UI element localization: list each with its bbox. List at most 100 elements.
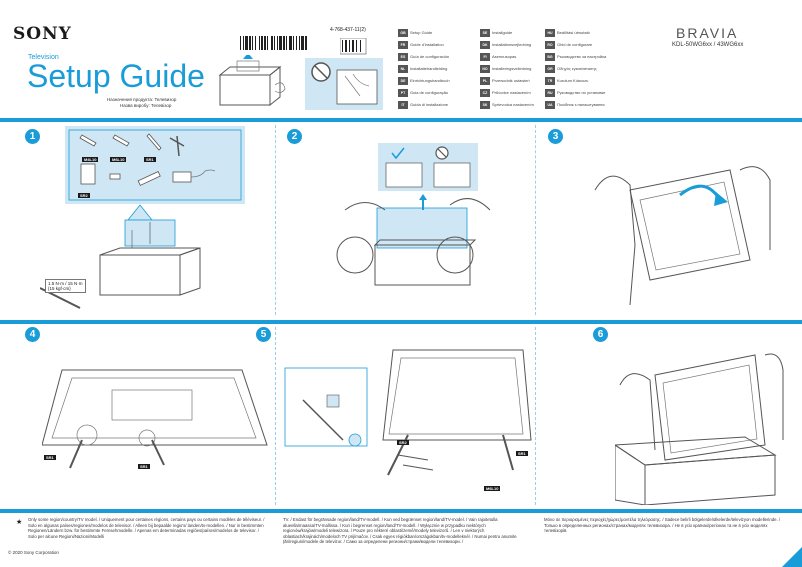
step-2-number: 2 [287,129,302,144]
language-label: Guida di installazione [410,102,449,107]
section-divider-middle [0,320,802,324]
language-code: NO [480,65,490,73]
sony-logo: SONY [13,24,72,44]
language-label: Installeringsveiledning [492,66,532,71]
column-separator [535,125,536,315]
step-5-number: 5 [256,327,271,342]
step-6-number: 6 [593,327,608,342]
language-code: ES [398,53,408,61]
asterisk-icon: ★ [16,519,23,526]
language-label: Посібник з налаштування [557,102,605,107]
language-label: Guia de configuração [410,90,449,95]
people-lifting-tv-illustration [336,194,491,286]
section-divider-top [0,118,802,122]
accessories-panel [65,126,245,204]
language-label: Installationsvejledning [492,42,532,47]
part-label: SR1 [44,455,56,460]
part-label: M6L10 [110,157,127,162]
stand-attach-illustration-a [42,369,268,469]
language-code: UA [545,101,555,109]
note-right: Μόνο σε περιορισμένες περιοχές/χώρες/μον… [544,517,781,533]
corner-mark-icon [782,547,802,567]
subtitle-ru: Назначения продукта: Телевизор [107,97,177,102]
language-label: Guía de configuración [410,54,450,59]
language-label: Sprievodca nastavením [492,102,534,107]
barcode-icon [240,36,307,50]
column-separator [275,125,276,315]
language-code: BG [545,53,555,61]
language-code: NL [398,65,408,73]
part-label: M6L10 [484,486,501,491]
box-unpack-illustration [40,204,201,309]
step-3-number: 3 [548,129,563,144]
people-rotating-tv-illustration [594,166,771,306]
language-code: TR [545,77,555,85]
place-tv-on-table-illustration [615,353,784,505]
tv-box-lift-illustration [218,55,286,107]
language-label: Руководство по установке [557,90,606,95]
language-label: Setup Guide [410,30,433,35]
step-1-number: 1 [25,129,40,144]
language-code: GB [398,29,408,37]
part-label: SR2 [397,440,409,445]
language-code: GR [545,65,555,73]
part-number: 4-768-437-11(2) [330,27,366,33]
torque-value: 1.5 N·m / 15 N·m [48,281,83,286]
language-label: Beállítási útmutató [557,30,590,35]
column-separator [535,327,536,505]
language-code: SE [480,29,490,37]
model-list: KDL-50WG6xx / 43WG6xx [672,42,744,48]
language-code: DK [480,41,490,49]
language-code: DE [398,77,408,85]
language-code: FI [480,53,490,61]
column-separator [275,327,276,505]
section-divider-bottom [0,509,802,513]
note-middle: TV. / Endast för begränsade region/land/… [283,517,517,544]
copyright: © 2020 Sony Corporation [8,550,59,555]
language-label: Guide d'installation [410,42,444,47]
part-label: SR1 [516,451,528,456]
subtitle-ua: Назва виробу: Телевізор [120,103,172,108]
language-code: RU [545,89,555,97]
part-label: SR1 [144,157,156,162]
language-label: Einrichtungshandbuch [410,78,450,83]
language-label: Asennusopas [492,54,517,59]
part-label: SR2 [78,193,90,198]
language-label: Ръководство за настройка [557,54,607,59]
language-label: Installguide [492,30,513,35]
language-label: Kurulum Kılavuzu [557,78,589,83]
language-code: PL [480,77,490,85]
step-4-number: 4 [25,327,40,342]
qr-barcode-icon [340,38,367,55]
prohibited-panel [305,58,383,110]
product-line: BRAVIA [676,25,739,41]
language-label: Ghid de configurare [557,42,593,47]
torque-kgf: {15 kgf·cm} [48,286,71,291]
language-label: Οδηγός εγκατάστασης [557,66,597,71]
language-code: HU [545,29,555,37]
language-label: Průvodce nastavením [492,90,531,95]
correct-incorrect-panel [378,143,478,191]
torque-spec: 1.5 N·m / 15 N·m {15 kgf·cm} [45,279,86,293]
language-code: CZ [480,89,490,97]
stand-attach-illustration-b [284,349,532,476]
